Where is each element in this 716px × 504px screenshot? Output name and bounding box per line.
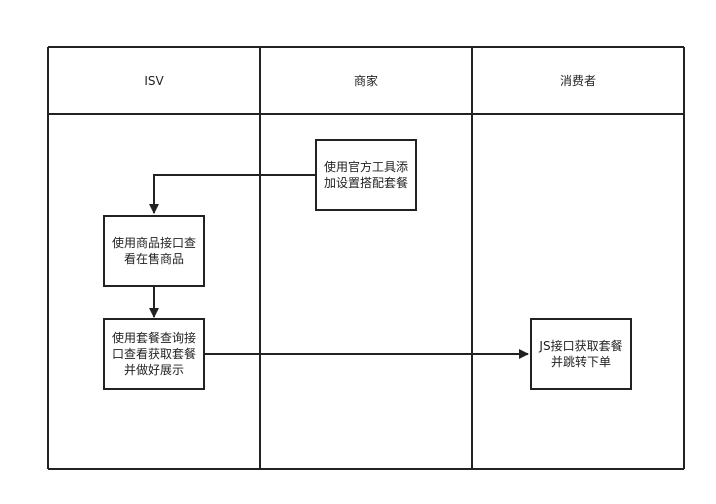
node-consumer-order: JS接口获取套餐并跳转下单 bbox=[530, 318, 632, 390]
node-isv-query-package: 使用套餐查询接口查看获取套餐并做好展示 bbox=[103, 318, 205, 390]
node-isv-query-goods: 使用商品接口查看在售商品 bbox=[103, 215, 205, 287]
connector-setup-to-goods bbox=[149, 174, 316, 214]
node-merchant-setup-package: 使用官方工具添加设置搭配套餐 bbox=[315, 139, 417, 211]
lane-title-consumer: 消费者 bbox=[559, 74, 596, 88]
lane-title-merchant: 商家 bbox=[353, 74, 378, 88]
lane-title-isv: ISV bbox=[144, 74, 164, 88]
